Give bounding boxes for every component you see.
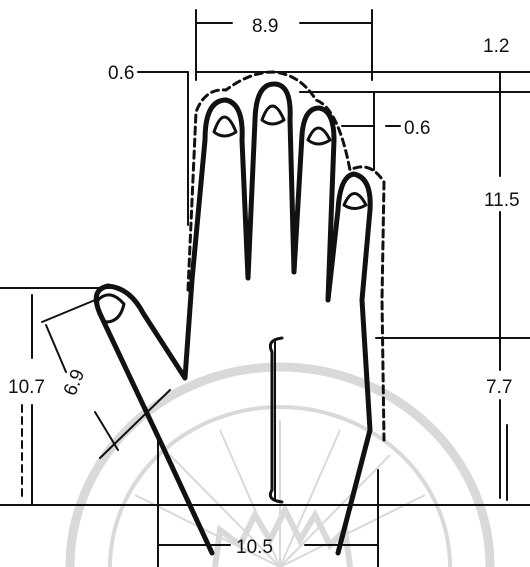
hand-outline bbox=[93, 81, 373, 556]
dimension-lines bbox=[0, 9, 530, 567]
label-finger-length: 11.5 bbox=[484, 190, 520, 211]
label-thumb-length: 6.9 bbox=[60, 366, 89, 398]
label-fingers-span: 8.9 bbox=[252, 16, 278, 37]
label-inner-gap: 0.6 bbox=[404, 118, 430, 139]
label-left-top-offset: 0.6 bbox=[108, 63, 134, 84]
label-palm-length: 7.7 bbox=[486, 377, 512, 398]
watermark-seal bbox=[65, 362, 495, 567]
body-outline-dashed bbox=[21, 70, 386, 499]
label-palm-width: 10.5 bbox=[236, 537, 273, 558]
dimension-labels: 8.9 1.2 0.6 0.6 11.5 7.7 10.7 6.9 10.5 bbox=[8, 16, 520, 558]
label-thumb-dimension: 10.7 bbox=[8, 377, 45, 398]
label-top-right-offset: 1.2 bbox=[483, 36, 509, 57]
